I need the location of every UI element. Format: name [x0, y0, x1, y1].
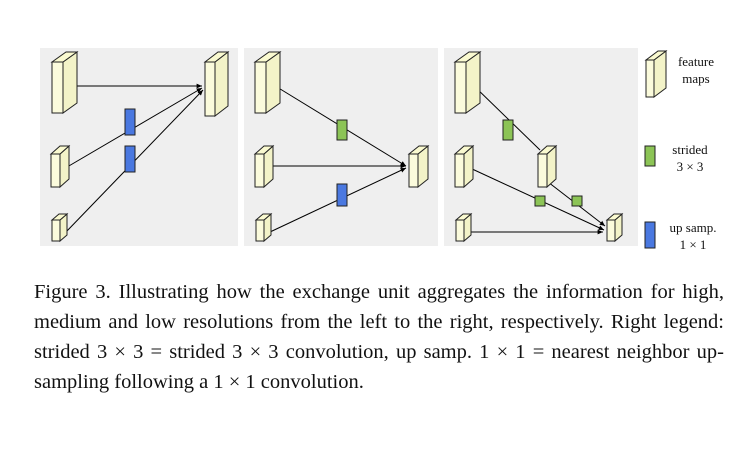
panel3-feature-map-small — [454, 212, 473, 243]
legend-upsample-label: up samp. 1 × 1 — [660, 219, 726, 253]
panel2-feature-map-medium — [253, 144, 275, 189]
panel2-strided-block — [336, 119, 348, 141]
panel1-feature-map-small — [50, 212, 69, 243]
panel3-strided-block-2 — [534, 195, 546, 207]
legend-feature-maps-line2: maps — [682, 71, 710, 86]
caption-text: Illustrating how the exchange unit aggre… — [34, 281, 724, 393]
panel3-feature-map-medium — [453, 144, 475, 189]
panel1-feature-map-medium — [49, 144, 71, 189]
panel2-upsample-block — [336, 183, 348, 207]
figure-caption: Figure 3. Illustrating how the exchange … — [34, 277, 724, 397]
legend-upsample-icon — [644, 221, 656, 249]
panel2-feature-map-small — [254, 212, 273, 243]
panel3-feature-map-intermediate — [536, 144, 558, 189]
legend-upsample-line2: 1 × 1 — [679, 237, 707, 252]
legend-upsample-line1: up samp. — [669, 220, 717, 235]
panel1-upsample-block-1 — [124, 108, 136, 136]
panel3-strided-block-3 — [571, 195, 583, 207]
panel3-strided-block-1 — [502, 119, 514, 141]
legend-strided-label: strided 3 × 3 — [662, 141, 718, 175]
panel1-feature-map-output — [203, 50, 230, 118]
panel2-feature-map-output — [407, 144, 430, 189]
panel1-feature-map-large — [50, 51, 79, 114]
legend-strided-line1: strided — [672, 142, 708, 157]
panel3-feature-map-large — [453, 51, 482, 114]
legend-strided-line2: 3 × 3 — [676, 159, 704, 174]
panel2-feature-map-large — [253, 51, 282, 114]
legend-feature-maps-line1: feature — [677, 54, 715, 69]
legend-feature-map-icon — [644, 50, 668, 98]
legend-feature-maps-label: feature maps — [668, 53, 724, 87]
panel1-upsample-block-2 — [124, 145, 136, 173]
figure-label: Figure 3. — [34, 281, 111, 303]
panel3-feature-map-output — [605, 212, 624, 243]
exchange-unit-figure — [40, 48, 668, 249]
legend-strided-icon — [644, 145, 656, 167]
